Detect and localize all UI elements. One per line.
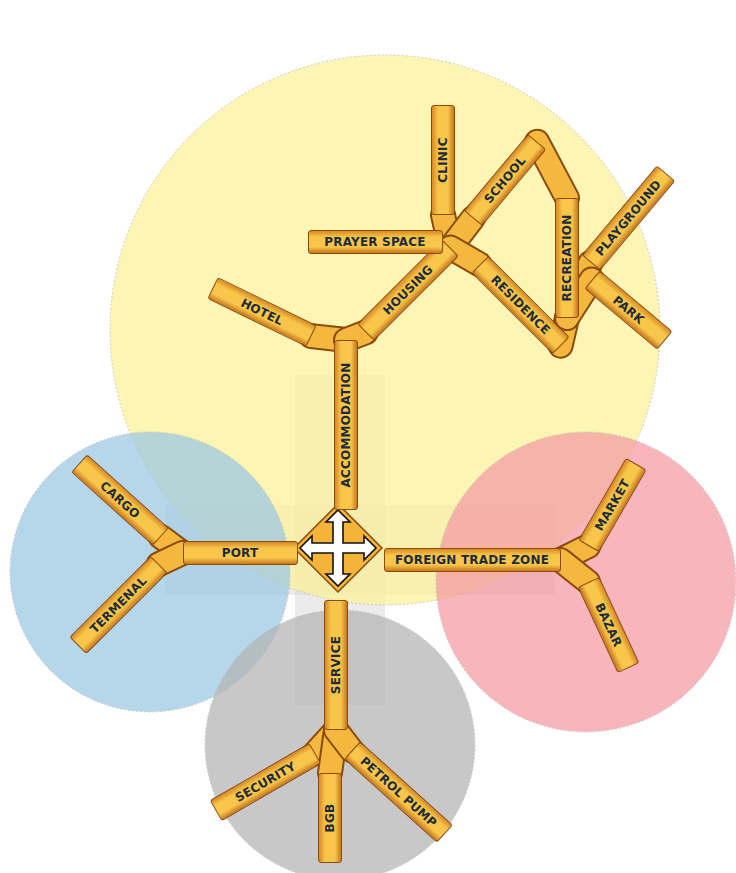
road-band: HOUSING bbox=[357, 239, 459, 341]
band-label: HOUSING bbox=[380, 262, 435, 317]
road-band: BGB bbox=[318, 773, 342, 863]
band-label: ACCOMMODATION bbox=[339, 363, 353, 488]
four-way-arrow bbox=[300, 510, 376, 586]
band-label: HOTEL bbox=[239, 296, 286, 328]
road-band: RECREATION bbox=[555, 198, 579, 318]
band-label: PARK bbox=[610, 293, 647, 327]
road-band: TERMENAL bbox=[69, 556, 167, 654]
road-fill bbox=[561, 560, 588, 582]
band-label: SECURITY bbox=[232, 759, 298, 805]
road-band: SCHOOL bbox=[464, 134, 547, 226]
road-edge bbox=[346, 332, 366, 340]
road-band: HOTEL bbox=[207, 277, 316, 347]
road-band: BAZAR bbox=[577, 577, 639, 673]
road-band: PORT bbox=[183, 541, 298, 565]
road-joint bbox=[336, 730, 352, 750]
road-band: PARK bbox=[584, 270, 672, 349]
band-label: FOREIGN TRADE ZONE bbox=[395, 553, 549, 567]
road-joint bbox=[159, 553, 183, 564]
road-edge bbox=[336, 730, 352, 750]
band-label: SERVICE bbox=[329, 636, 343, 694]
road-band: SERVICE bbox=[324, 600, 348, 730]
road-fill bbox=[336, 730, 352, 750]
road-band: PETROL PUMP bbox=[344, 741, 453, 842]
road-band: CARGO bbox=[71, 454, 169, 545]
road-joint bbox=[346, 332, 366, 340]
band-label: PORT bbox=[222, 546, 259, 560]
band-label: PLAYGROUND bbox=[592, 177, 663, 258]
band-label: RESIDENCE bbox=[488, 273, 553, 338]
zone-circle bbox=[436, 432, 736, 732]
band-label: CARGO bbox=[97, 479, 142, 522]
road-fill bbox=[159, 553, 183, 564]
band-label: MARKET bbox=[592, 477, 633, 534]
road-band: PLAYGROUND bbox=[581, 165, 675, 270]
road-band: ACCOMMODATION bbox=[334, 340, 358, 510]
road-edge bbox=[159, 553, 183, 564]
hub-diamond bbox=[294, 504, 382, 592]
band-label: SCHOOL bbox=[481, 154, 528, 206]
road-band: FOREIGN TRADE ZONE bbox=[384, 548, 561, 572]
road-fill bbox=[346, 332, 366, 340]
zone-circle bbox=[205, 610, 475, 873]
band-label: RECREATION bbox=[560, 215, 574, 302]
road-band: MARKET bbox=[578, 458, 646, 552]
road-band: PRAYER SPACE bbox=[308, 230, 443, 254]
band-label: BAZAR bbox=[592, 601, 624, 649]
band-label: PETROL PUMP bbox=[357, 754, 439, 830]
band-label: BGB bbox=[323, 804, 337, 833]
band-label: TERMENAL bbox=[87, 574, 149, 636]
road-edge bbox=[561, 560, 588, 582]
band-label: PRAYER SPACE bbox=[324, 235, 426, 249]
road-joint bbox=[561, 560, 588, 582]
road-band: SECURITY bbox=[209, 743, 321, 821]
road-band: CLINIC bbox=[431, 105, 455, 215]
band-label: CLINIC bbox=[436, 137, 450, 182]
